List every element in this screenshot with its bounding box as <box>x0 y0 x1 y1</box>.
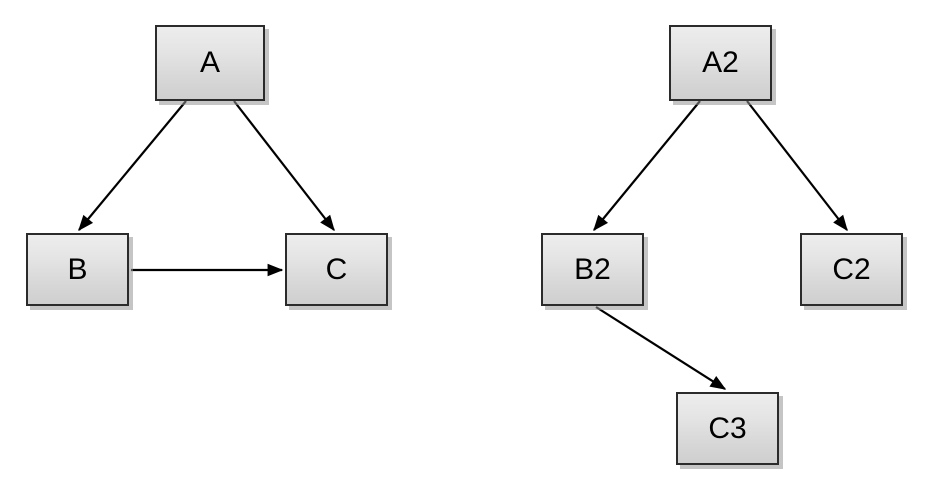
node-c-label: C <box>325 252 348 286</box>
edge-a-b <box>78 100 187 232</box>
node-a2[interactable]: A2 <box>669 25 772 101</box>
edge-b-c <box>131 263 284 277</box>
node-b2[interactable]: B2 <box>541 233 644 306</box>
edge-b2-c3 <box>595 306 727 390</box>
arrowhead-icon <box>709 375 727 390</box>
edge-a-c <box>233 100 335 232</box>
node-b-label: B <box>67 252 88 286</box>
node-c2[interactable]: C2 <box>800 233 903 306</box>
node-c3[interactable]: C3 <box>676 392 779 465</box>
edge-a2-b2 <box>593 100 701 232</box>
arrowhead-icon <box>833 214 848 232</box>
node-c[interactable]: C <box>285 233 388 306</box>
arrowhead-icon <box>320 214 335 232</box>
node-c3-label: C3 <box>708 411 747 445</box>
node-b[interactable]: B <box>26 233 129 306</box>
node-a[interactable]: A <box>155 25 265 101</box>
arrowhead-icon <box>593 214 609 232</box>
arrowhead-icon <box>78 214 94 232</box>
node-b2-label: B2 <box>574 252 611 286</box>
edge-a2-c2 <box>746 100 848 232</box>
node-a2-label: A2 <box>702 46 739 79</box>
node-a-label: A <box>199 46 220 79</box>
node-c2-label: C2 <box>832 252 871 286</box>
arrowhead-icon <box>267 263 284 277</box>
